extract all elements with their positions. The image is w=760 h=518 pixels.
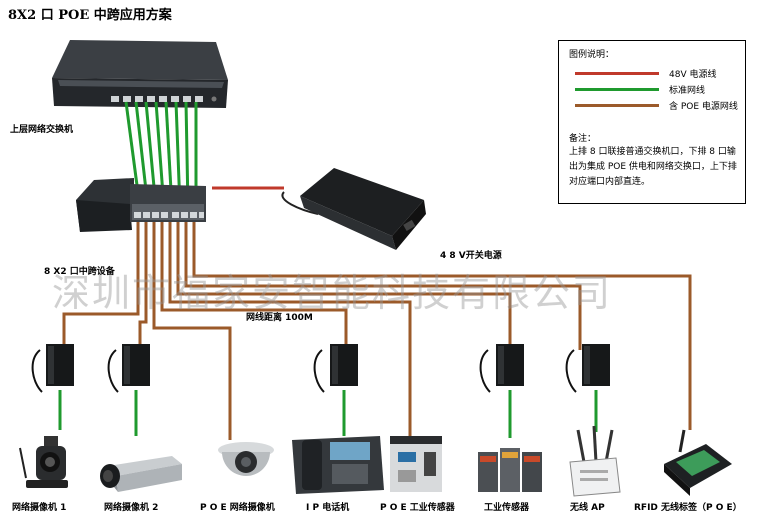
device-label: P O E 网络摄像机 — [200, 503, 275, 513]
legend-label: 48V 电源线 — [669, 70, 717, 80]
wireless-ap-icon — [569, 425, 621, 497]
power-supply-icon — [281, 168, 426, 250]
poe-adapter-icon — [565, 344, 610, 393]
poe-adapter-icon — [313, 344, 358, 393]
distance-label: 网线距离 100M — [246, 313, 313, 323]
legend-note-title: 备注： — [569, 134, 597, 144]
device-label: 网络摄像机 1 — [12, 503, 67, 513]
box-camera-icon — [100, 456, 182, 492]
legend-title: 图例说明： — [569, 50, 615, 60]
midspan-device-icon — [76, 178, 206, 232]
device-label: 工业传感器 — [484, 503, 530, 513]
poe-cables — [62, 222, 692, 440]
poe-adapter-icon — [479, 344, 524, 393]
midspan-label: 8 X2 口中跨设备 — [44, 267, 115, 277]
page-title: 8X2 口 POE 中跨应用方案 — [8, 8, 172, 23]
poe-adapter-icon — [31, 344, 74, 393]
poe-adapter-icon — [107, 344, 150, 393]
legend-item-poe: 含 POE 电源网线 — [575, 99, 743, 112]
device-label: 网络摄像机 2 — [104, 503, 159, 513]
power-supply-label: 4 8 V开关电源 — [440, 251, 502, 261]
legend-swatch-network — [575, 88, 659, 91]
legend-item-power: 48V 电源线 — [575, 67, 743, 80]
legend-item-network: 标准网线 — [575, 83, 743, 96]
industrial-sensor-icon — [390, 436, 442, 492]
rfid-tag-icon — [664, 429, 732, 496]
sensor-module-icon — [478, 448, 542, 492]
legend-label: 含 POE 电源网线 — [669, 102, 738, 112]
dome-camera-icon — [218, 442, 274, 476]
legend-note: 上排 8 口联接普通交换机口，下排 8 口输出为集成 POE 供电和网络交换口，… — [569, 147, 737, 187]
device-label: RFID 无线标签（P O E） — [634, 503, 742, 513]
device-label: 无线 AP — [570, 503, 605, 513]
camera-icon — [19, 436, 68, 488]
device-label: I P 电话机 — [306, 503, 350, 513]
legend-label: 标准网线 — [669, 86, 706, 96]
upper-switch-label: 上层网络交换机 — [10, 125, 74, 135]
legend-box: 图例说明： 48V 电源线 标准网线 含 POE 电源网线 备注： 上排 8 口… — [558, 40, 746, 204]
watermark-text: 深圳市福家安智能科技有限公司 — [52, 271, 613, 315]
upper-switch-icon — [52, 40, 228, 108]
device-label: P O E 工业传感器 — [380, 503, 455, 513]
network-cables — [58, 390, 598, 438]
legend-swatch-power — [575, 72, 659, 75]
ip-phone-icon — [292, 436, 384, 494]
legend-swatch-poe — [575, 104, 659, 107]
